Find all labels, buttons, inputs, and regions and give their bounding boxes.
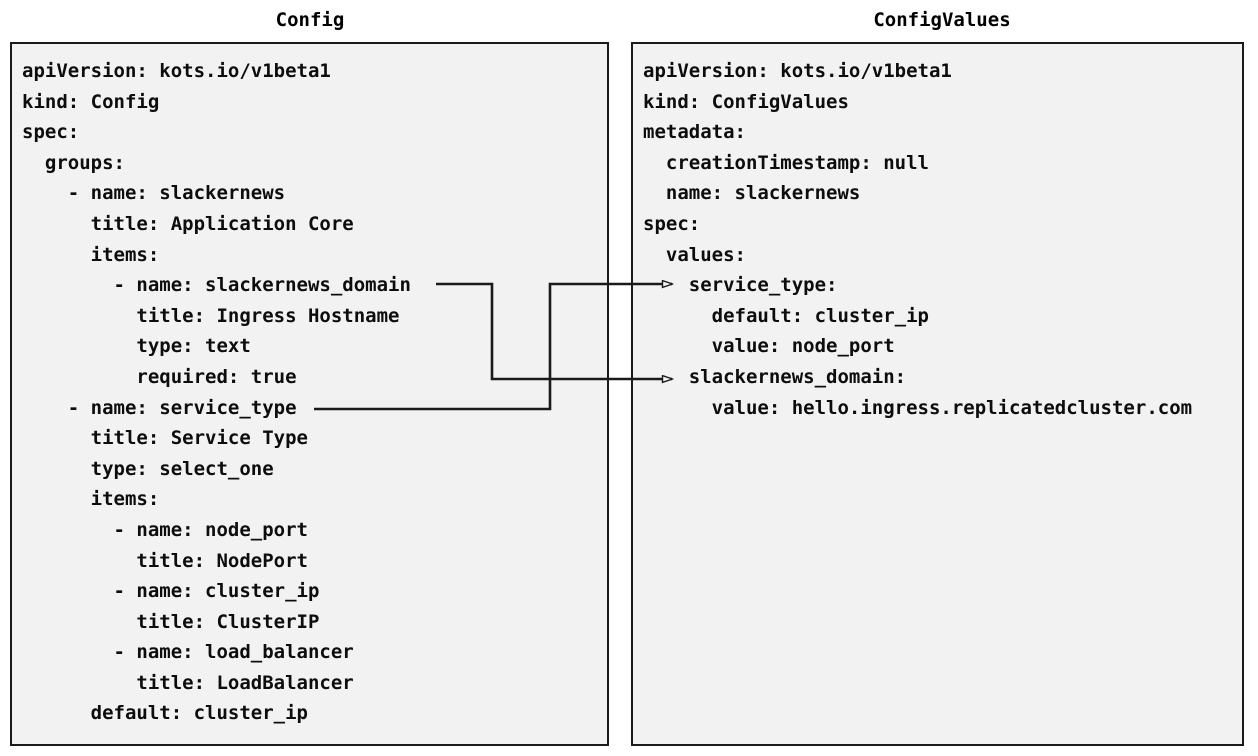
config-yaml-line: items: (22, 488, 160, 511)
config-yaml-panel: apiVersion: kots.io/v1beta1 kind: Config s… (10, 42, 609, 746)
config-yaml-line: - name: slackernews_domain (22, 274, 411, 297)
configvalues-yaml-line: service_type: (643, 274, 838, 297)
configvalues-yaml-line: value: node_port (643, 335, 895, 358)
config-yaml-line: title: NodePort (22, 549, 308, 572)
configvalues-yaml-line: slackernews_domain: (643, 365, 907, 388)
config-yaml-text: apiVersion: kots.io/v1beta1 kind: Config s… (12, 44, 411, 729)
config-yaml-line: default: cluster_ip (22, 702, 308, 725)
configvalues-yaml-line: creationTimestamp: null (643, 151, 929, 174)
configvalues-yaml-text: apiVersion: kots.io/v1beta1 kind: ConfigV… (633, 44, 1192, 423)
config-yaml-line: - name: slackernews (22, 182, 286, 205)
config-yaml-line: type: select_one (22, 457, 274, 480)
configvalues-panel-title: ConfigValues (873, 9, 1011, 31)
config-yaml-line: title: LoadBalancer (22, 671, 354, 694)
config-yaml-line: required: true (22, 365, 297, 388)
config-yaml-line: title: ClusterIP (22, 610, 320, 633)
config-yaml-line: spec: (22, 121, 80, 144)
config-yaml-line: groups: (22, 151, 125, 174)
config-yaml-line: title: Ingress Hostname (22, 304, 400, 327)
config-yaml-line: - name: load_balancer (22, 641, 354, 664)
config-yaml-line: - name: cluster_ip (22, 580, 320, 603)
config-yaml-line: type: text (22, 335, 251, 358)
configvalues-yaml-line: name: slackernews (643, 182, 861, 205)
configvalues-yaml-line: values: (643, 243, 746, 266)
config-yaml-line: - name: service_type (22, 396, 297, 419)
config-panel-title: Config (275, 9, 345, 31)
configvalues-yaml-line: default: cluster_ip (643, 304, 929, 327)
config-yaml-line: items: (22, 243, 160, 266)
config-yaml-line: - name: node_port (22, 518, 308, 541)
config-yaml-line: title: Service Type (22, 427, 308, 450)
configvalues-yaml-line: kind: ConfigValues (643, 90, 849, 113)
configvalues-yaml-line: metadata: (643, 121, 746, 144)
configvalues-yaml-line: apiVersion: kots.io/v1beta1 (643, 60, 952, 82)
config-yaml-line: title: Application Core (22, 212, 354, 235)
configvalues-yaml-panel: apiVersion: kots.io/v1beta1 kind: ConfigV… (631, 42, 1244, 746)
configvalues-yaml-line: value: hello.ingress.replicatedcluster.c… (643, 396, 1193, 419)
config-yaml-line: apiVersion: kots.io/v1beta1 (22, 60, 331, 82)
configvalues-yaml-line: spec: (643, 212, 701, 235)
config-yaml-line: kind: Config (22, 90, 160, 113)
